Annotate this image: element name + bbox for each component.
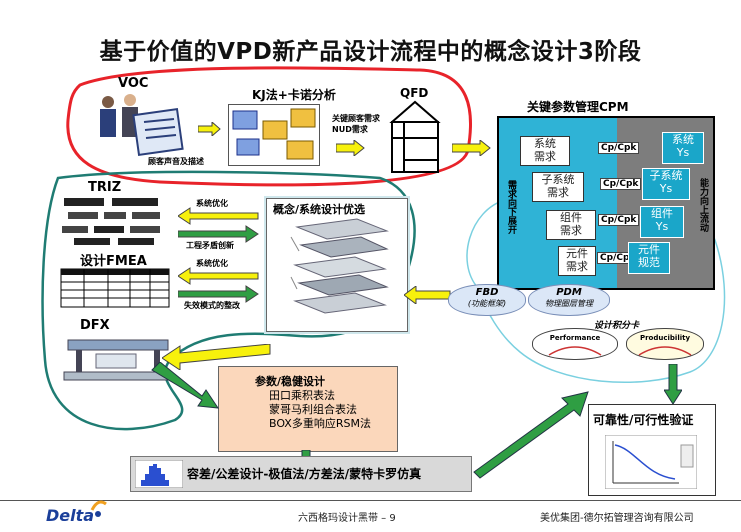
kj-need-1: 关键顾客需求 — [332, 114, 380, 123]
fbd-ellipse: FBD (功能框架) — [448, 284, 526, 316]
pdm-sub: 物理圈层管理 — [545, 299, 593, 308]
robust-line-2: 蒙哥马利组合表法 — [269, 403, 357, 416]
producibility-ellipse: Producibility — [626, 328, 704, 360]
tolerance-box: 容差/公差设计-极值法/方差法/蒙特卡罗仿真 — [130, 456, 472, 492]
robust-lines: 田口乘积表法 蒙哥马利组合表法 BOX多重响应RSM法 — [269, 389, 371, 431]
cpm-ys-1: 系统 Ys — [662, 132, 704, 164]
cpm-ys-2: 子系统 Ys — [642, 168, 690, 200]
cpm-req-2: 子系统 需求 — [532, 172, 584, 202]
pdm-label: PDM — [556, 287, 582, 298]
footer-divider — [0, 500, 741, 501]
kj-needs: 关键顾客需求 NUD需求 — [332, 113, 380, 135]
reliability-chart — [605, 435, 697, 489]
fmea-table — [60, 268, 170, 308]
fmea-arrow-bottom: 失效模式的整改 — [184, 301, 240, 310]
cpm-left-band: 需求向下展开 — [506, 180, 516, 234]
concept-label: 概念/系统设计优选 — [273, 203, 366, 216]
cpm-ys-4: 元件 规范 — [628, 242, 670, 274]
fmea-arrows — [178, 267, 259, 303]
voc-label: VOC — [118, 76, 149, 91]
concept-box: 概念/系统设计优选 — [266, 198, 408, 332]
qfd-label: QFD — [400, 86, 429, 100]
triz-arrow-top: 系统优化 — [196, 199, 228, 208]
concept-exploded-view — [290, 218, 389, 314]
scorecard-label: 设计积分卡 — [594, 321, 640, 331]
footer-center: 六西格玛设计黑带 – 9 — [298, 513, 396, 524]
cpm-req-3: 组件 需求 — [546, 210, 596, 240]
voc-illustration — [100, 94, 184, 156]
logo-swirl-icon — [90, 500, 107, 517]
cpm-right-band: 能力向上流动 — [698, 178, 708, 232]
red-outline — [66, 66, 472, 187]
footer-right: 美优集团-德尔拓管理咨询有限公司 — [540, 513, 694, 524]
cpm-req-1: 系统 需求 — [520, 136, 570, 166]
arrow-score-reliability — [664, 364, 682, 404]
triz-arrows — [178, 207, 259, 243]
cpm-cp-2: Cp/Cpk — [600, 178, 642, 190]
reliability-box: 可靠性/可行性验证 — [588, 404, 716, 496]
robust-line-3: BOX多重响应RSM法 — [269, 417, 371, 430]
producibility-label: Producibility — [639, 334, 691, 342]
cpm-ys-3: 组件 Ys — [640, 206, 684, 238]
robust-title: 参数/稳健设计 — [255, 375, 326, 388]
arrow-dfx-robust — [151, 362, 220, 409]
pdm-ellipse: PDM 物理圈层管理 — [528, 284, 610, 316]
dfx-label: DFX — [80, 318, 110, 333]
kj-label: KJ法+卡诺分析 — [252, 88, 336, 102]
cpm-cp-3: Cp/Cpk — [598, 214, 640, 226]
triz-label: TRIZ — [88, 180, 122, 195]
fbd-label: FBD — [475, 287, 499, 298]
reliability-label: 可靠性/可行性验证 — [593, 413, 694, 427]
arrow-tolerance-reliability — [473, 391, 589, 479]
cpm-cp-1: Cp/Cpk — [598, 142, 640, 154]
fmea-arrow-top: 系统优化 — [196, 259, 228, 268]
arrow-voc-kj — [198, 122, 221, 136]
arrow-kj-qfd — [336, 140, 365, 156]
robust-box: 参数/稳健设计 田口乘积表法 蒙哥马利组合表法 BOX多重响应RSM法 — [218, 366, 398, 452]
triz-arrow-bottom: 工程矛盾创新 — [186, 241, 234, 250]
robust-line-1: 田口乘积表法 — [269, 389, 335, 402]
fmea-label: 设计FMEA — [80, 254, 147, 269]
performance-ellipse: Performance — [532, 328, 618, 360]
tolerance-label: 容差/公差设计-极值法/方差法/蒙特卡罗仿真 — [187, 467, 422, 481]
triz-diagram — [62, 198, 160, 245]
fbd-sub: (功能框架) — [467, 299, 507, 308]
arrow-fbd-concept — [404, 286, 451, 304]
page-title: 基于价值的VPD新产品设计流程中的概念设计3阶段 — [99, 39, 642, 65]
kj-need-2: NUD需求 — [332, 125, 368, 134]
cpm-label: 关键参数管理CPM — [527, 100, 629, 114]
arrow-concept-dfx — [162, 344, 271, 370]
voc-caption: 顾客声音及描述 — [148, 157, 204, 166]
performance-label: Performance — [549, 334, 601, 342]
qfd-house — [389, 100, 441, 173]
kj-diagram — [228, 104, 320, 166]
cpm-req-4: 元件 需求 — [558, 246, 596, 276]
histogram-icon — [135, 460, 183, 488]
footer-logo: Delta — [46, 506, 95, 525]
teal-outline — [41, 170, 416, 431]
arrow-qfd-cpm — [452, 140, 491, 156]
dfx-diagram — [63, 339, 173, 381]
